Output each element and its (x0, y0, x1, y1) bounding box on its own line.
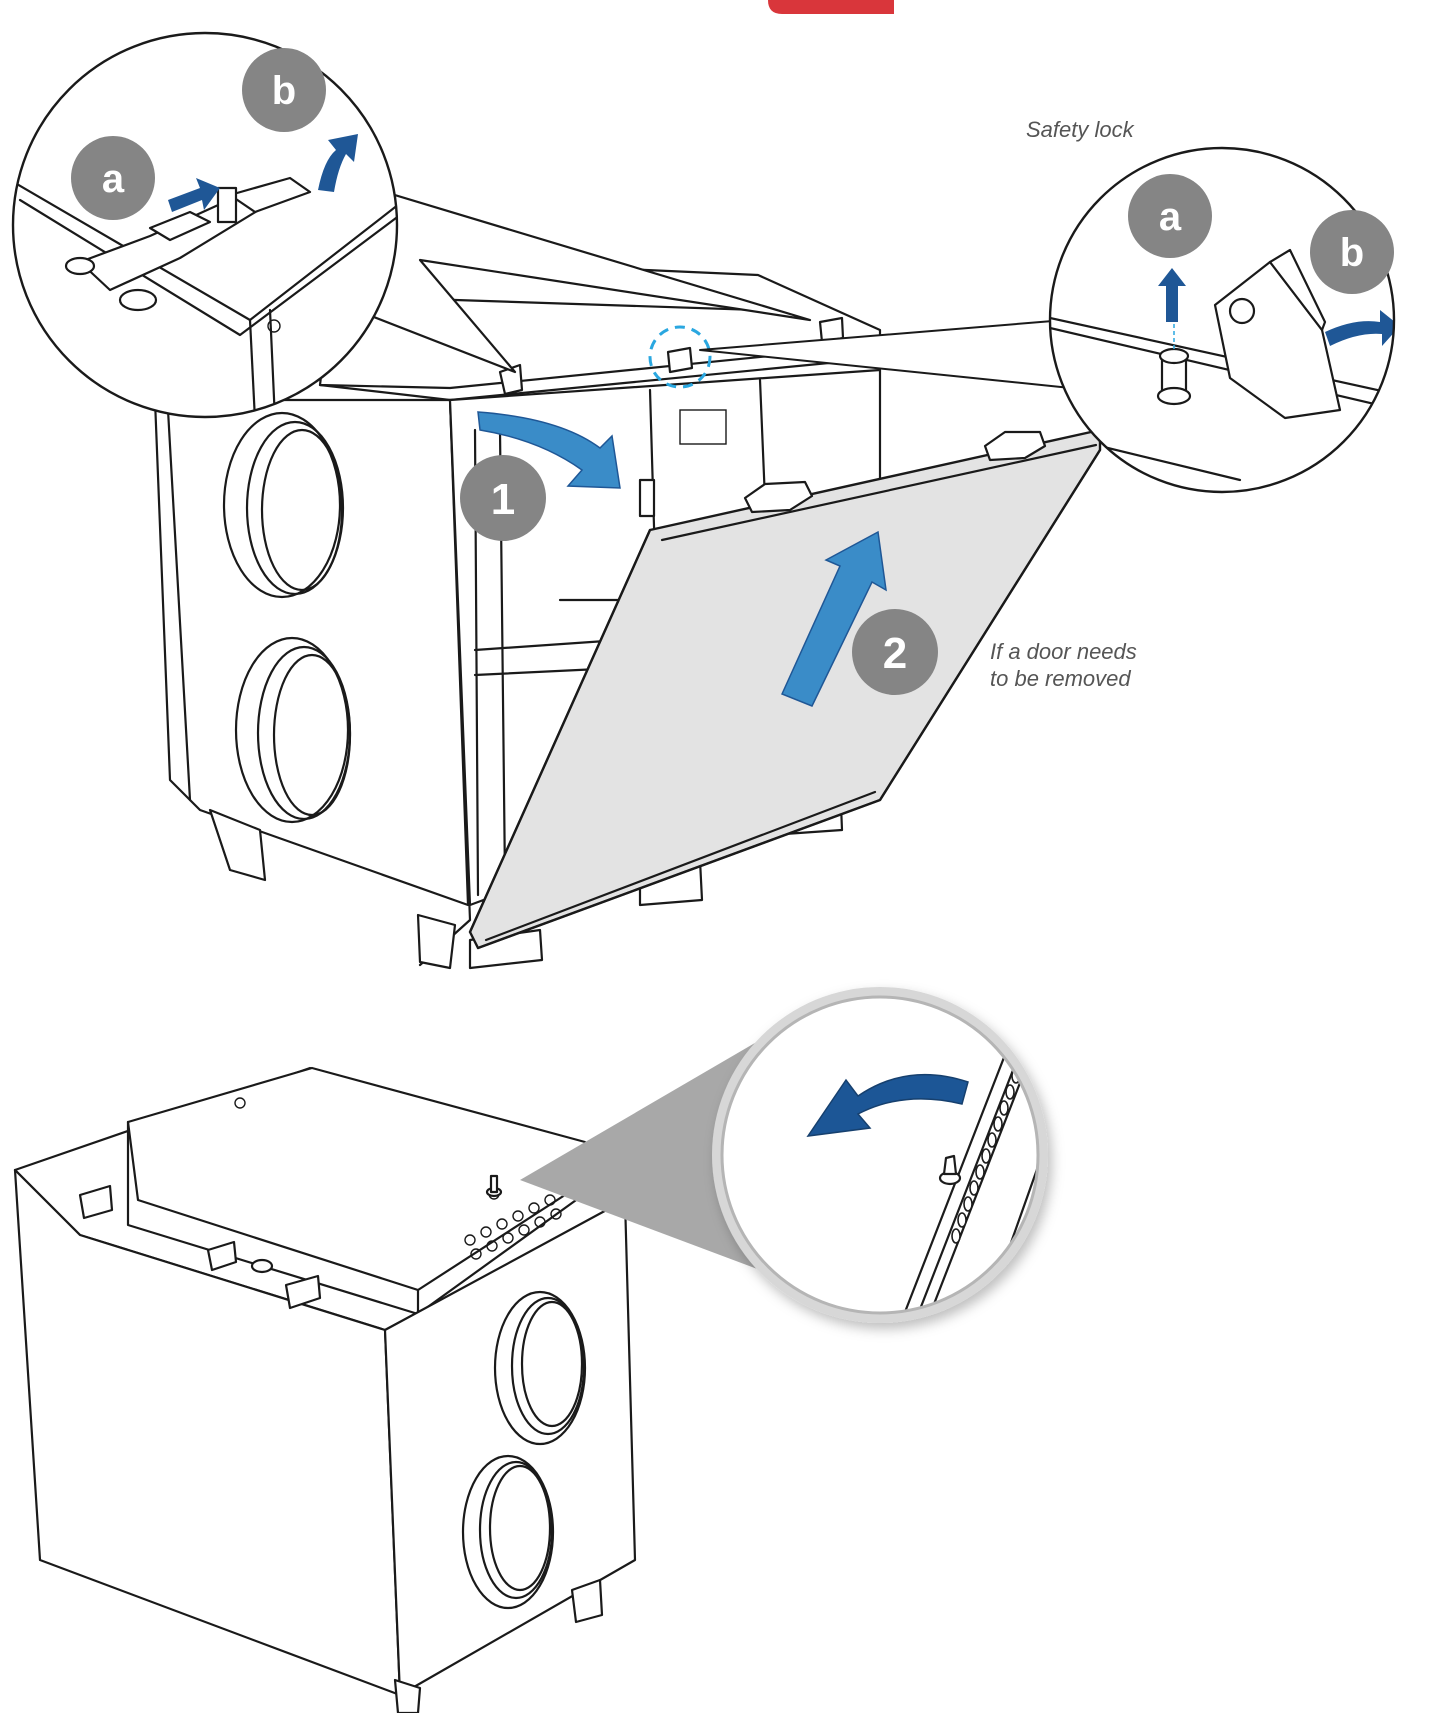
svg-text:b: b (1340, 231, 1364, 275)
cable-grommets (464, 1194, 562, 1260)
turn-counterclockwise-arrow (806, 1073, 969, 1137)
svg-text:2: 2 (883, 629, 907, 678)
latch-push-arrow (168, 178, 220, 212)
lock-lift-arrow (1158, 268, 1186, 322)
page-tab-marker (768, 0, 894, 14)
safety-lock-caption: Safety lock (1026, 117, 1134, 142)
door-removal-caption-line-2: to be removed (990, 666, 1131, 691)
step-2-badge: 2 (852, 609, 938, 695)
svg-text:a: a (1159, 195, 1182, 239)
door-handle-left (743, 480, 814, 514)
latch-step-b-badge: b (242, 48, 326, 132)
duct-collar-bottom-upper (493, 1290, 587, 1446)
door-removal-caption: If a door needs to be removed (990, 638, 1137, 692)
lock-step-b-badge: b (1310, 210, 1394, 294)
key-callout-wedge (520, 1040, 760, 1270)
svg-text:a: a (102, 157, 125, 201)
quarter-turn-lock (485, 1174, 503, 1198)
safety-lock-highlight (648, 325, 712, 389)
lift-door-arrow (780, 530, 887, 707)
svg-text:1: 1 (491, 475, 515, 524)
safety-lock-zoom-inset: a b (1048, 146, 1396, 494)
swing-open-arrow (477, 411, 621, 489)
latch-step-a-badge: a (71, 136, 155, 220)
ventilation-unit-bottom (13, 1066, 637, 1713)
lock-slide-arrow (1325, 310, 1394, 346)
turn-lock-zoom-inset (712, 987, 1048, 1323)
step-1-badge: 1 (460, 455, 546, 541)
lock-step-a-badge: a (1128, 174, 1212, 258)
door-handle-right (983, 430, 1047, 462)
duct-collar-lower (234, 636, 352, 824)
svg-text:b: b (272, 69, 296, 113)
duct-collar-upper (222, 411, 345, 599)
latch-zoom-inset: a b (11, 31, 399, 419)
door-removal-caption-line-1: If a door needs (990, 639, 1137, 664)
latch-lift-arrow (318, 134, 358, 192)
duct-collar-bottom-lower (461, 1454, 555, 1610)
